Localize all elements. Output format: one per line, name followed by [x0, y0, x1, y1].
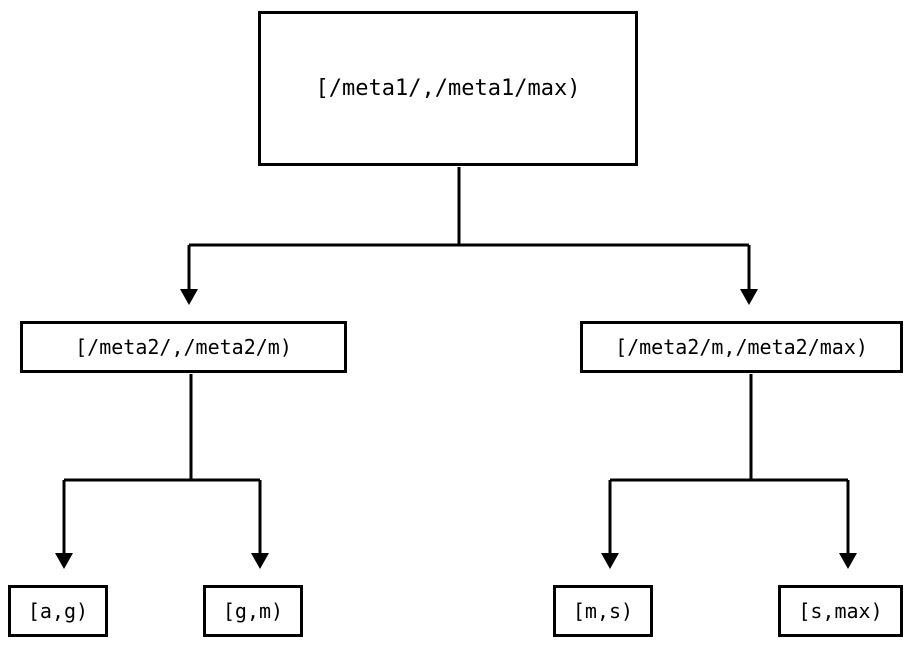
arrowhead-mid-left-to-leaf2 — [251, 553, 269, 569]
arrowhead-mid-left-to-leaf1 — [55, 553, 73, 569]
arrowhead-root-to-mid-right — [740, 289, 758, 305]
arrowhead-mid-right-to-leaf4 — [839, 553, 857, 569]
node-leaf-4[interactable]: [s,max) — [778, 585, 903, 637]
node-leaf-1-label: [a,g) — [27, 599, 89, 623]
node-root-label: [/meta1/,/meta1/max) — [315, 75, 581, 101]
node-mid-left-label: [/meta2/,/meta2/m) — [75, 335, 292, 359]
node-mid-left[interactable]: [/meta2/,/meta2/m) — [20, 321, 347, 373]
node-leaf-3-label: [m,s) — [572, 599, 634, 623]
arrowhead-mid-right-to-leaf3 — [601, 553, 619, 569]
node-leaf-3[interactable]: [m,s) — [553, 585, 653, 637]
node-leaf-1[interactable]: [a,g) — [8, 585, 108, 637]
node-root[interactable]: [/meta1/,/meta1/max) — [258, 11, 638, 166]
node-leaf-2[interactable]: [g,m) — [203, 585, 303, 637]
node-leaf-4-label: [s,max) — [798, 599, 883, 623]
node-leaf-2-label: [g,m) — [222, 599, 284, 623]
node-mid-right-label: [/meta2/m,/meta2/max) — [615, 335, 868, 359]
arrowhead-root-to-mid-left — [180, 289, 198, 305]
node-mid-right[interactable]: [/meta2/m,/meta2/max) — [580, 321, 903, 373]
